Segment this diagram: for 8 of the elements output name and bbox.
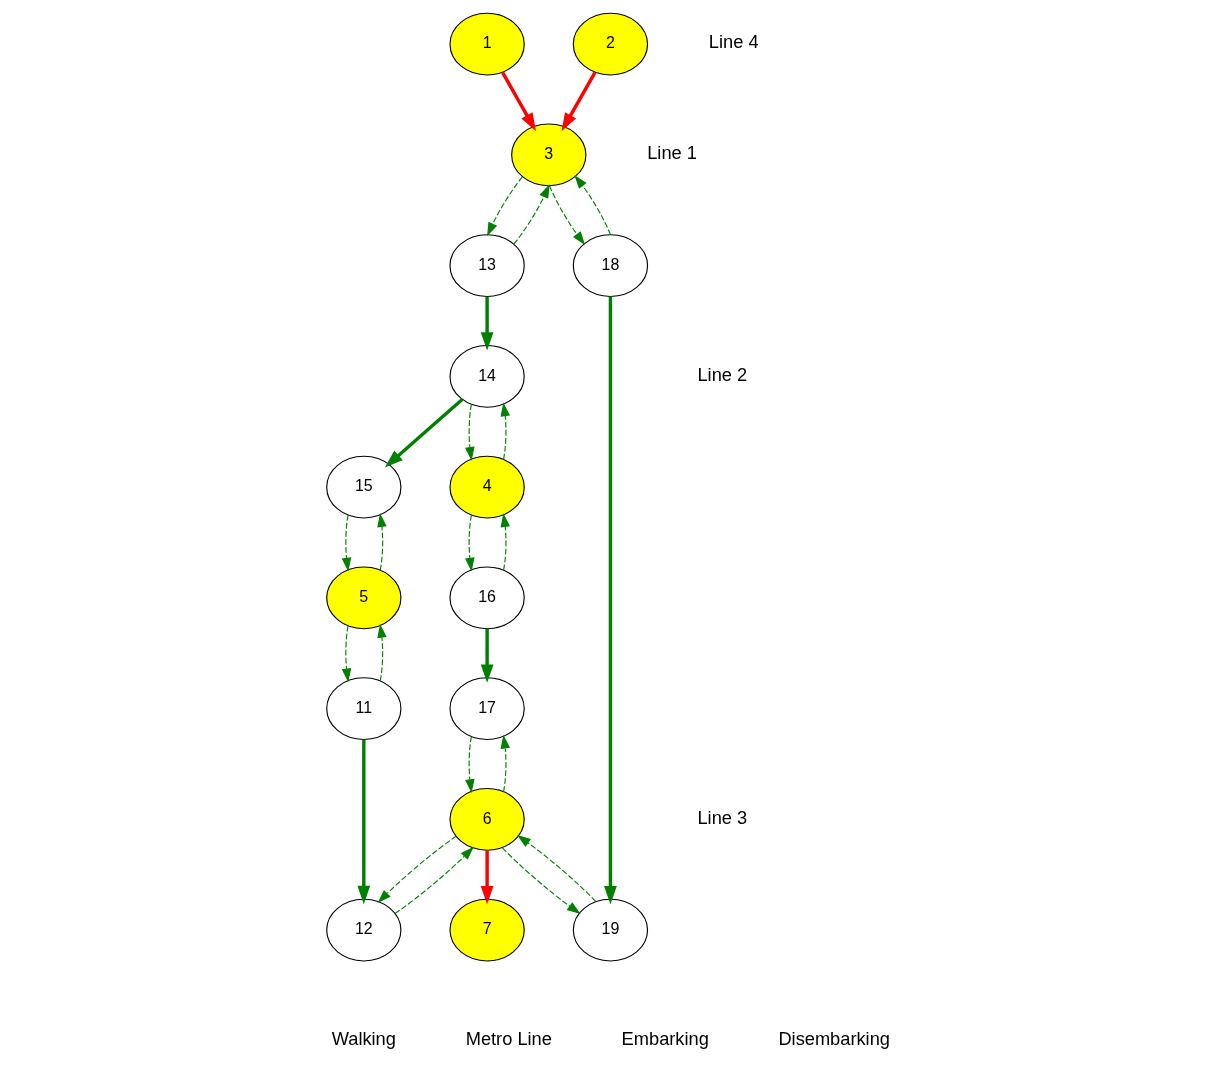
legend-label: Walking [331, 1028, 396, 1050]
legend-label: Metro Line [465, 1028, 552, 1050]
label: Line 3 [696, 806, 747, 828]
label: Line 1 [646, 142, 697, 164]
legend-label: Embarking [621, 1028, 709, 1050]
legend-label: Disembarking [777, 1028, 890, 1050]
label: Line 4 [708, 31, 759, 53]
label: Line 2 [696, 363, 747, 385]
